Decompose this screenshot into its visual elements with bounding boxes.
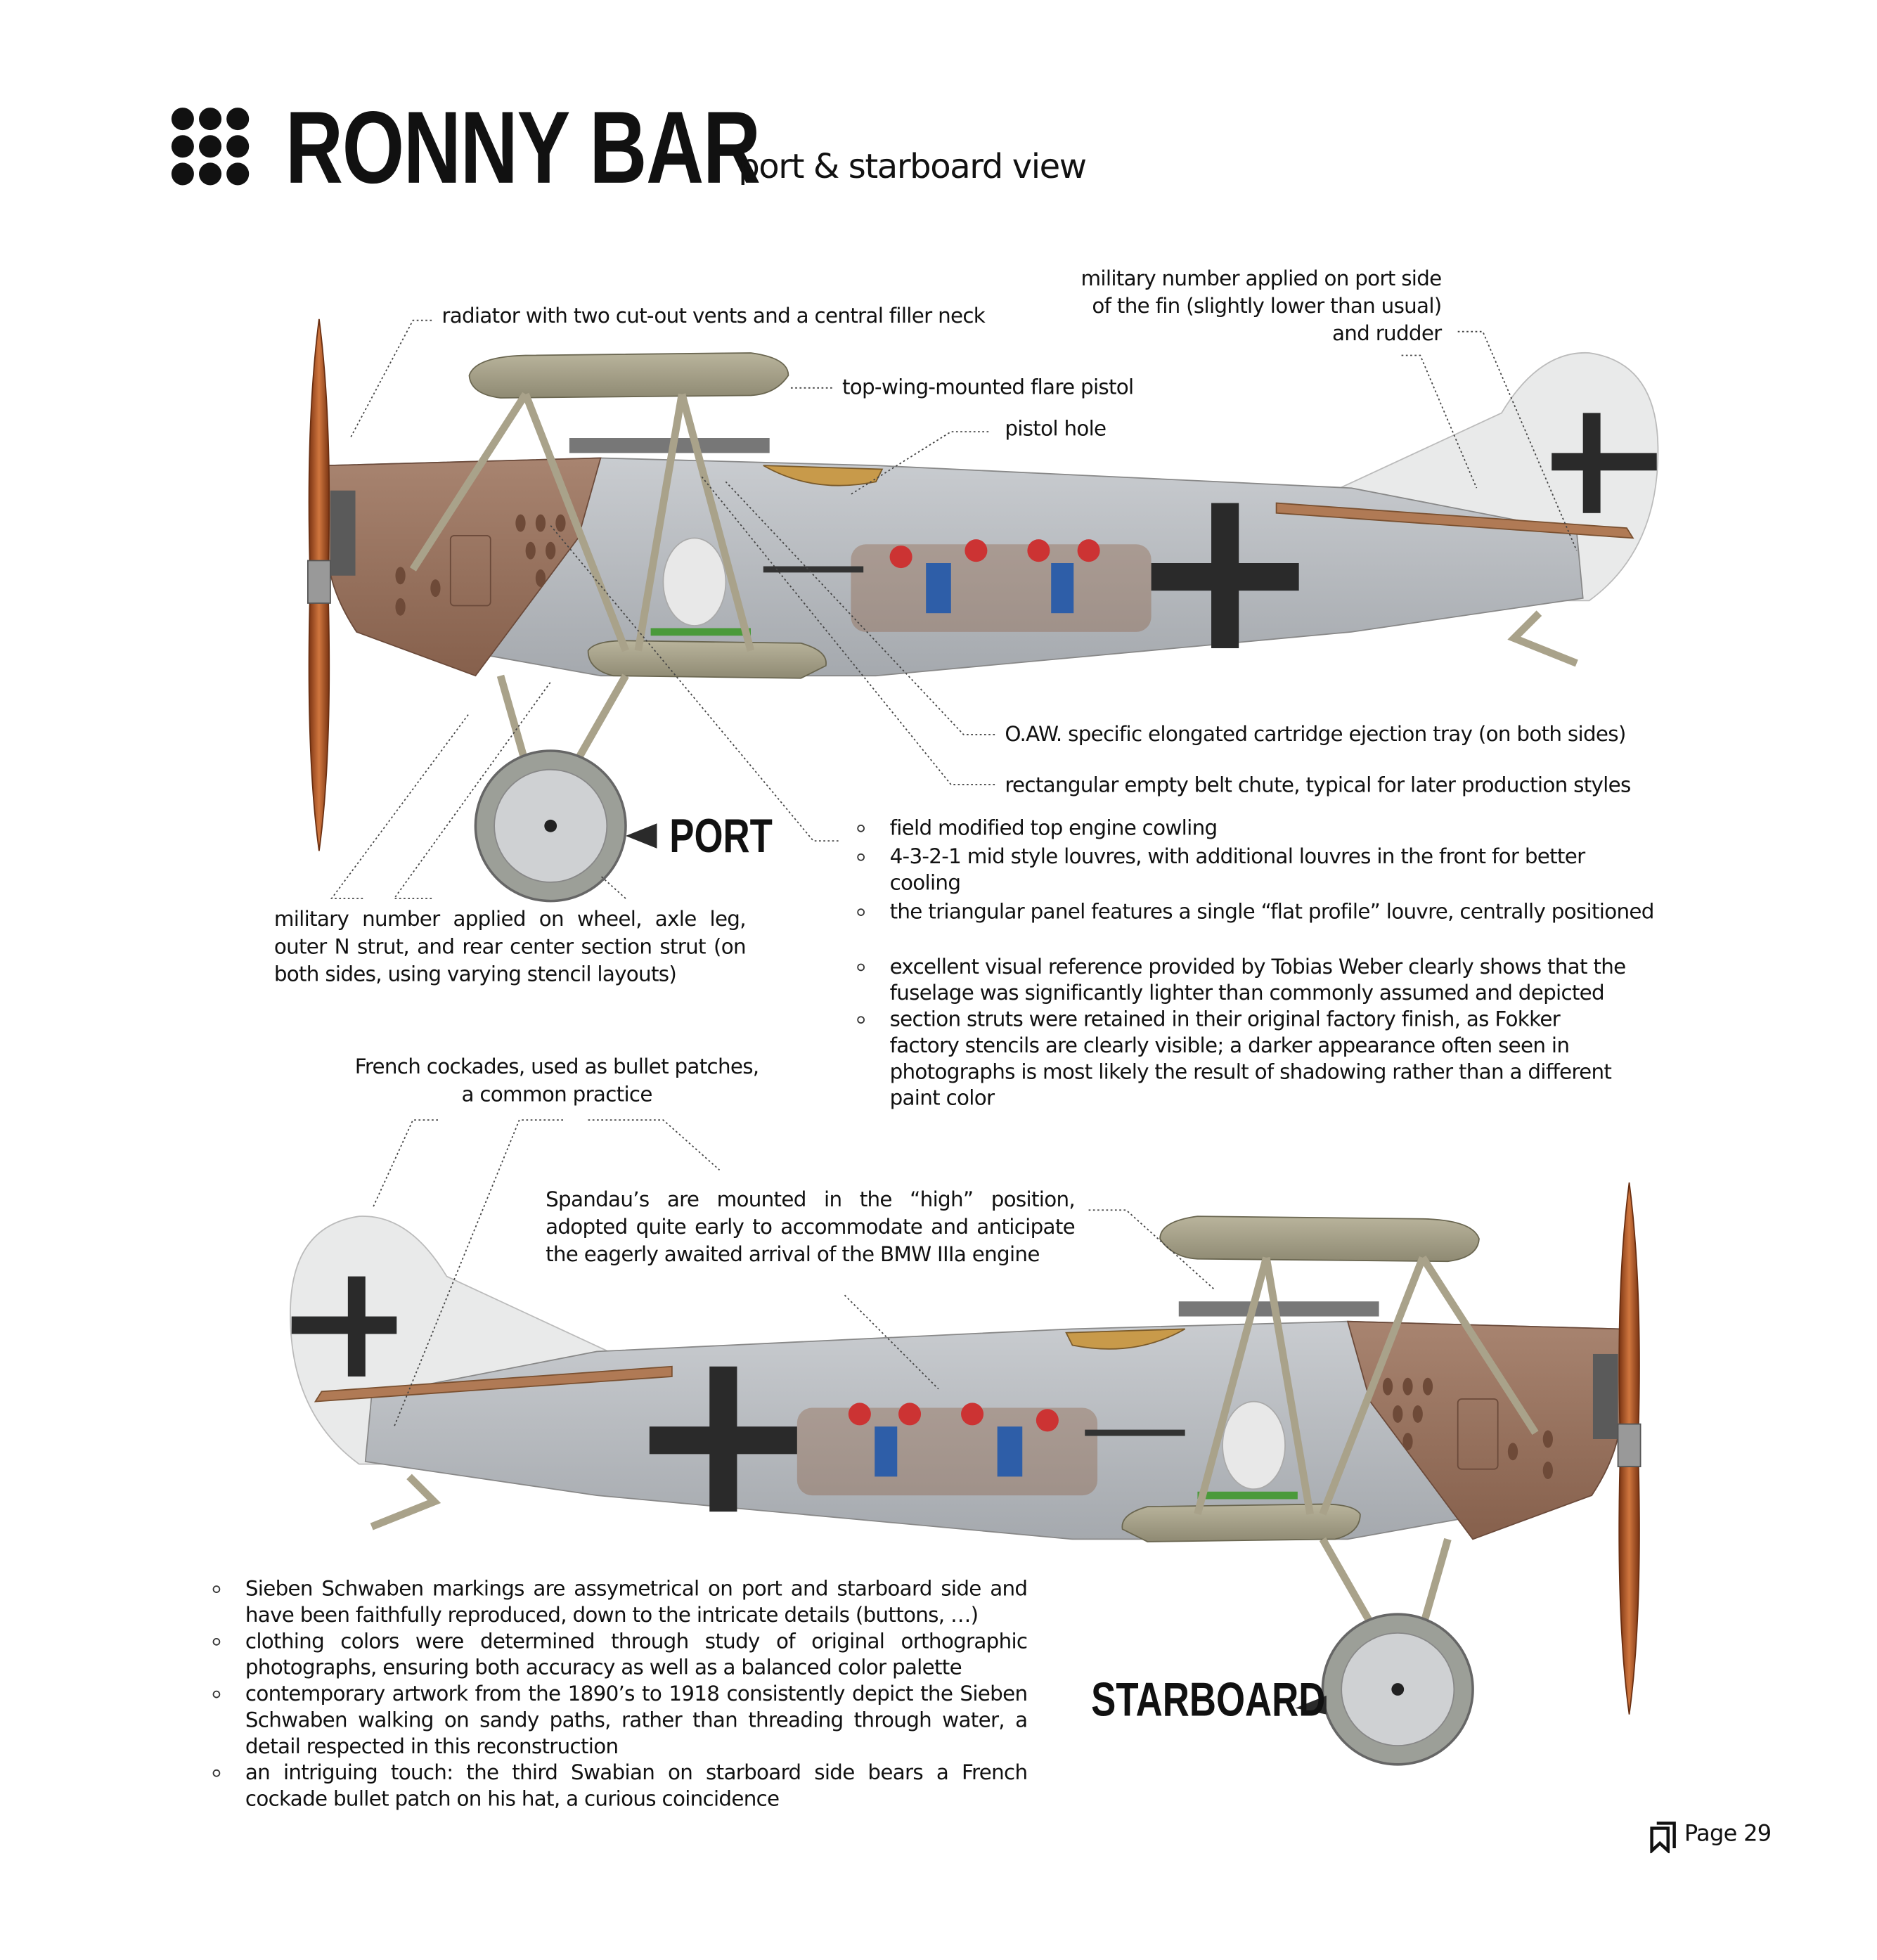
callout-flare-pistol: top-wing-mounted flare pistol xyxy=(841,375,1134,399)
page-subtitle: port & starboard view xyxy=(738,148,1087,187)
callout-line: military number applied on port side xyxy=(1081,266,1443,290)
callout-leaders xyxy=(330,319,1578,1427)
callout-spandau: Spandau’s are mounted in the “high” posi… xyxy=(546,1187,1076,1267)
callout-line: and rudder xyxy=(1331,321,1442,346)
port-pointer-icon xyxy=(626,823,657,849)
list-item: the triangular panel features a single “… xyxy=(857,898,1658,924)
list-item: 4-3-2-1 mid style louvres, with addition… xyxy=(857,844,1658,896)
port-notes-list-b: excellent visual reference provided by T… xyxy=(857,953,1633,1111)
callout-line: of the fin (slightly lower than usual) xyxy=(1092,294,1442,318)
list-item: section struts were retained in their or… xyxy=(857,1006,1633,1111)
list-item: contemporary artwork from the 1890’s to … xyxy=(212,1681,1028,1760)
callout-pistol-hole: pistol hole xyxy=(1005,416,1107,441)
bookmark-icon xyxy=(1650,1822,1676,1854)
list-item: field modified top engine cowling xyxy=(857,815,1658,841)
callout-military-number-fin: military number applied on port side of … xyxy=(1051,265,1443,347)
list-item: an intriguing touch: the third Swabian o… xyxy=(212,1760,1028,1812)
port-notes-list-a: field modified top engine cowling 4-3-2-… xyxy=(857,815,1658,925)
page-title: RONNY BAR xyxy=(285,91,761,205)
callout-radiator: radiator with two cut-out vents and a ce… xyxy=(441,304,986,328)
callout-line: French cockades, used as bullet patches, xyxy=(354,1055,759,1079)
port-aircraft xyxy=(308,319,1658,901)
list-item: excellent visual reference provided by T… xyxy=(857,953,1633,1006)
callout-ejection-tray: O.AW. specific elongated cartridge eject… xyxy=(1005,722,1626,746)
callout-cockades: French cockades, used as bullet patches,… xyxy=(338,1054,776,1109)
starboard-notes-list: Sieben Schwaben markings are assymetrica… xyxy=(212,1575,1028,1812)
nine-dot-grid-icon xyxy=(171,108,250,186)
callout-line: a common practice xyxy=(461,1082,652,1107)
starboard-pointer-icon xyxy=(1295,1695,1327,1715)
list-item: clothing colors were determined through … xyxy=(212,1628,1028,1681)
list-item: Sieben Schwaben markings are assymetrica… xyxy=(212,1575,1028,1628)
callout-military-number-wheel: military number applied on wheel, axle l… xyxy=(273,907,747,986)
port-label: PORT xyxy=(669,811,773,864)
callout-belt-chute: rectangular empty belt chute, typical fo… xyxy=(1005,773,1631,797)
starboard-label: STARBOARD xyxy=(1091,1674,1326,1727)
page-number: Page 29 xyxy=(1684,1820,1772,1848)
